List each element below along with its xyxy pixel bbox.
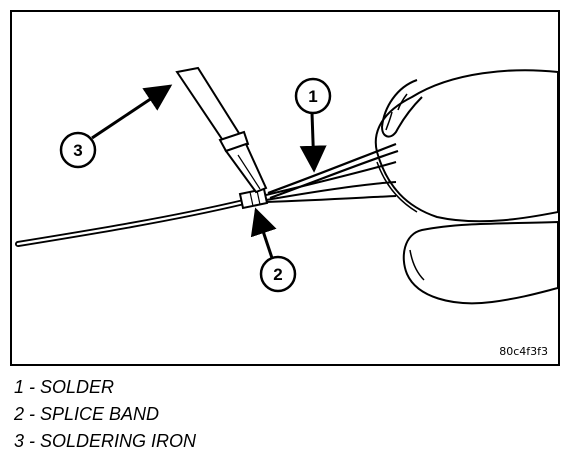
upper-fingernail [380, 79, 423, 138]
legend: 1 - SOLDER 2 - SPLICE BAND 3 - SOLDERING… [14, 374, 554, 455]
figure-code: 80c4f3f3 [499, 345, 548, 358]
legend-item-solder: 1 - SOLDER [14, 377, 115, 397]
callout-3-leader [91, 84, 173, 140]
splice-band [238, 187, 269, 210]
lower-finger [402, 220, 558, 305]
wire [15, 199, 247, 247]
splice-illustration: 1 2 3 [15, 66, 558, 305]
callout-1-number: 1 [308, 87, 317, 106]
callout-3: 3 [59, 84, 173, 169]
hand-fingers [374, 69, 558, 305]
iron-collar [218, 130, 250, 153]
callout-2-circle [259, 255, 297, 293]
solder-wire [267, 142, 399, 200]
callout-2-leader [250, 207, 277, 259]
legend-item-splice-band: 2 - SPLICE BAND [14, 404, 160, 424]
iron-shaft [175, 66, 244, 147]
legend-item-soldering-iron: 3 - SOLDERING IRON [14, 431, 197, 451]
wire-strands [265, 161, 397, 203]
callout-1-circle [294, 77, 332, 115]
callout-1: 1 [294, 77, 332, 173]
soldering-iron [175, 66, 268, 194]
figure-frame: 1 2 3 80c4f3f3 [10, 10, 560, 366]
callout-2: 2 [250, 207, 297, 293]
callout-3-circle [59, 131, 97, 169]
callout-1-leader [299, 112, 327, 173]
upper-finger [374, 69, 558, 223]
callout-3-number: 3 [73, 141, 82, 160]
callout-2-number: 2 [273, 265, 282, 284]
